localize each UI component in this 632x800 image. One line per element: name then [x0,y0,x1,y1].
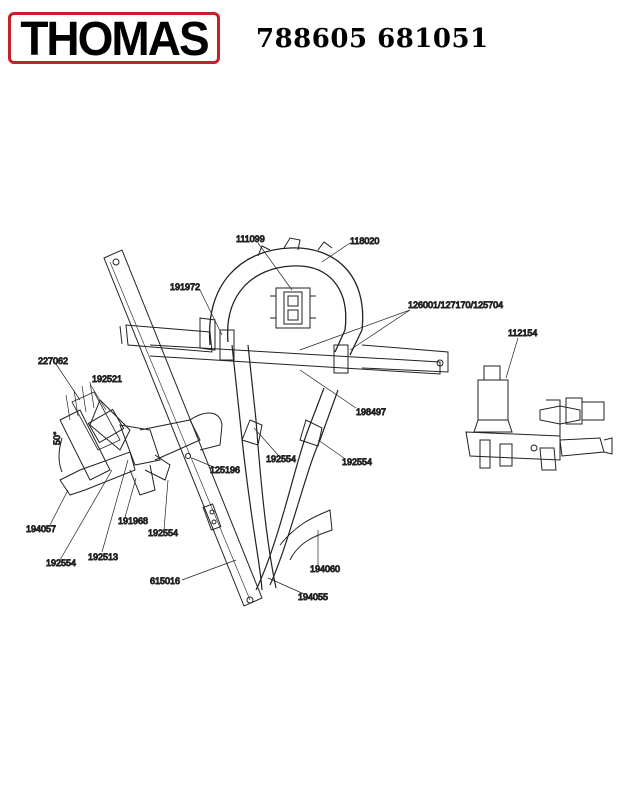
cross-bar [119,317,449,375]
label-192554-a: 192554 [266,454,296,464]
label-198497: 198497 [356,407,386,417]
label-191972: 191972 [170,282,200,292]
solenoid-assembly-112154 [465,365,613,471]
leader-lines [49,242,519,595]
label-192554-c: 192554 [148,528,178,538]
part-numbers: 788605 681051 [256,24,489,54]
valve-111099 [270,287,316,329]
label-227062: 227062 [38,356,68,366]
loop-hose-118020 [208,237,364,356]
label-192554-d: 192554 [46,558,76,568]
label-615016: 615016 [150,576,180,586]
label-118020: 118020 [350,236,379,246]
label-126001: 126001/127170/125704 [408,300,503,310]
label-111099: 111099 [236,234,265,244]
brand-name: THOMAS [20,10,209,66]
label-194060: 194060 [310,564,340,574]
thomas-logo: THOMAS [8,12,220,64]
label-192521: 192521 [92,374,122,384]
label-112154: 112154 [508,328,537,338]
label-125196: 125196 [210,465,240,475]
hose-194060 [279,509,333,561]
inner-u-hose [219,329,349,591]
label-50-degree: 50° [52,431,62,445]
label-192554-b: 192554 [342,457,372,467]
main-arm [103,249,263,607]
label-194057: 194057 [26,524,56,534]
label-191968: 191968 [118,516,148,526]
label-194055: 194055 [298,592,328,602]
label-192513: 192513 [88,552,118,562]
